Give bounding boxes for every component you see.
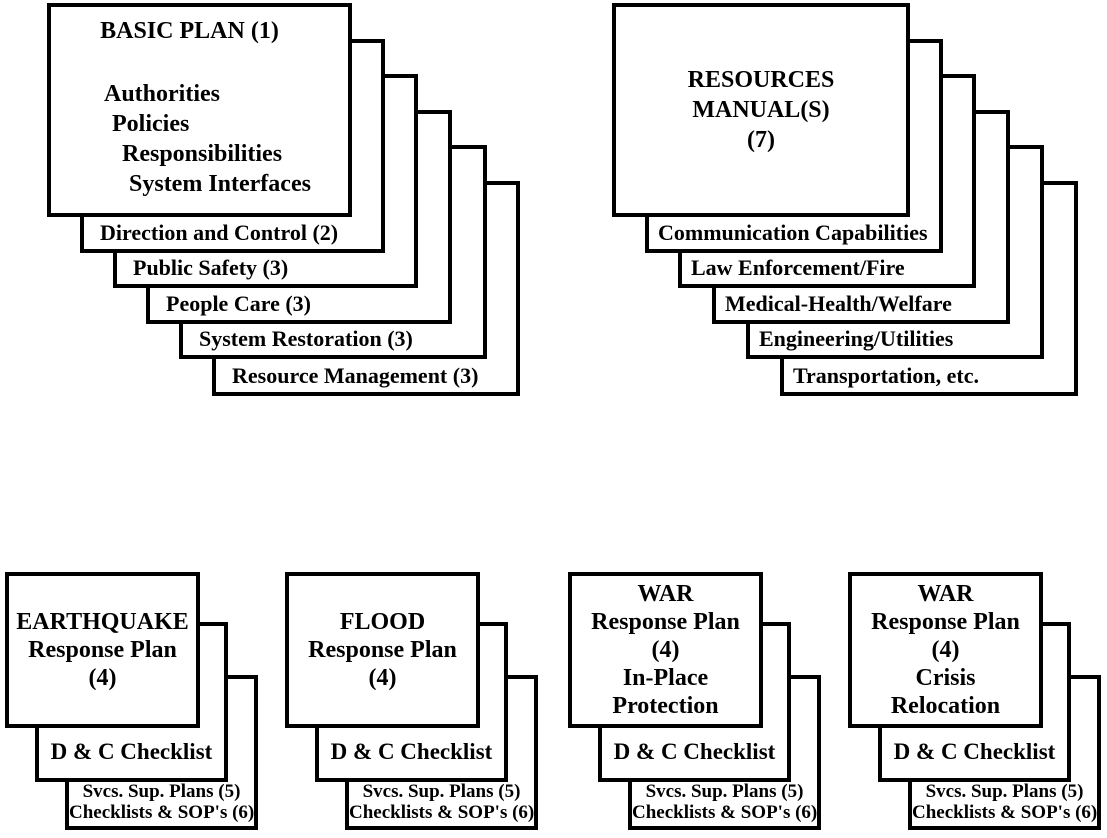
plan-title-line: FLOOD [339, 609, 426, 635]
basic-plan-item: Authorities [104, 81, 220, 107]
plan-title-line: WAR [637, 581, 694, 607]
layer-label-medical-health-welfare: Medical-Health/Welfare [725, 291, 952, 316]
layer-label-engineering-utilities: Engineering/Utilities [759, 326, 954, 351]
layer-label-people-care: People Care (3) [166, 291, 311, 316]
support-plans-labels: Svcs. Sup. Plans (5) Checklists & SOP's … [69, 781, 254, 823]
layer-label-law-enforcement-fire: Law Enforcement/Fire [691, 255, 905, 280]
support-plans-labels: Svcs. Sup. Plans (5) Checklists & SOP's … [912, 781, 1097, 823]
flood-response-plan-box: FLOOD Response Plan (4) [285, 572, 480, 728]
support-plans-line: Svcs. Sup. Plans (5) [82, 781, 241, 802]
layer-label-transportation: Transportation, etc. [793, 363, 979, 388]
layer-label-resource-management: Resource Management (3) [232, 363, 479, 388]
basic-plan-item: System Interfaces [129, 171, 311, 197]
plan-title-line: EARTHQUAKE [16, 609, 189, 635]
dc-checklist-label: D & C Checklist [330, 739, 493, 764]
plan-title-line: (4) [931, 637, 960, 663]
support-plans-line: Checklists & SOP's (6) [69, 802, 255, 823]
plan-title-line: (4) [88, 665, 117, 691]
basic-plan-box: BASIC PLAN (1) Authorities Policies Resp… [47, 3, 352, 217]
basic-plan-items: Authorities Policies Responsibilities Sy… [51, 79, 348, 199]
support-plans-line: Checklists & SOP's (6) [349, 802, 535, 823]
plan-title-line: (4) [368, 665, 397, 691]
plan-title-line: Response Plan [591, 609, 740, 635]
resources-manual-line: (7) [747, 127, 775, 153]
plan-title-line: Crisis [915, 665, 976, 691]
plan-title-line: Relocation [890, 693, 1001, 719]
war-inplace-response-plan-box: WAR Response Plan (4) In-Place Protectio… [568, 572, 763, 728]
support-plans-line: Checklists & SOP's (6) [632, 802, 818, 823]
support-plans-labels: Svcs. Sup. Plans (5) Checklists & SOP's … [632, 781, 817, 823]
plan-title-line: In-Place [622, 665, 709, 691]
resources-manual-box: RESOURCES MANUAL(S) (7) [612, 3, 910, 217]
war-inplace-response-plan-title: WAR Response Plan (4) In-Place Protectio… [572, 576, 759, 724]
support-plans-labels: Svcs. Sup. Plans (5) Checklists & SOP's … [349, 781, 534, 823]
layer-label-communication-capabilities: Communication Capabilities [658, 220, 928, 245]
layer-label-direction-and-control: Direction and Control (2) [100, 220, 339, 245]
plan-title-line: (4) [651, 637, 680, 663]
support-plans-line: Svcs. Sup. Plans (5) [645, 781, 804, 802]
basic-plan-item: Policies [112, 111, 190, 137]
dc-checklist-label: D & C Checklist [893, 739, 1056, 764]
war-crisis-response-plan-box: WAR Response Plan (4) Crisis Relocation [848, 572, 1043, 728]
layer-label-public-safety: Public Safety (3) [133, 255, 289, 280]
resources-manual-title: RESOURCES MANUAL(S) (7) [616, 7, 906, 213]
earthquake-response-plan-title: EARTHQUAKE Response Plan (4) [9, 576, 196, 724]
earthquake-response-plan-box: EARTHQUAKE Response Plan (4) [5, 572, 200, 728]
plan-title-line: WAR [917, 581, 974, 607]
flood-response-plan-title: FLOOD Response Plan (4) [289, 576, 476, 724]
plan-title-line: Protection [612, 693, 719, 719]
basic-plan-title: BASIC PLAN (1) [100, 18, 279, 44]
dc-checklist-label: D & C Checklist [613, 739, 776, 764]
plan-title-line: Response Plan [871, 609, 1020, 635]
resources-manual-line: MANUAL(S) [692, 97, 830, 123]
resources-manual-line: RESOURCES [687, 67, 835, 93]
plan-title-line: Response Plan [28, 637, 177, 663]
layer-label-system-restoration: System Restoration (3) [199, 326, 413, 351]
support-plans-line: Svcs. Sup. Plans (5) [362, 781, 521, 802]
support-plans-line: Checklists & SOP's (6) [912, 802, 1098, 823]
basic-plan-item: Responsibilities [122, 141, 283, 167]
dc-checklist-label: D & C Checklist [50, 739, 213, 764]
war-crisis-response-plan-title: WAR Response Plan (4) Crisis Relocation [852, 576, 1039, 724]
plan-title-line: Response Plan [308, 637, 457, 663]
support-plans-line: Svcs. Sup. Plans (5) [925, 781, 1084, 802]
